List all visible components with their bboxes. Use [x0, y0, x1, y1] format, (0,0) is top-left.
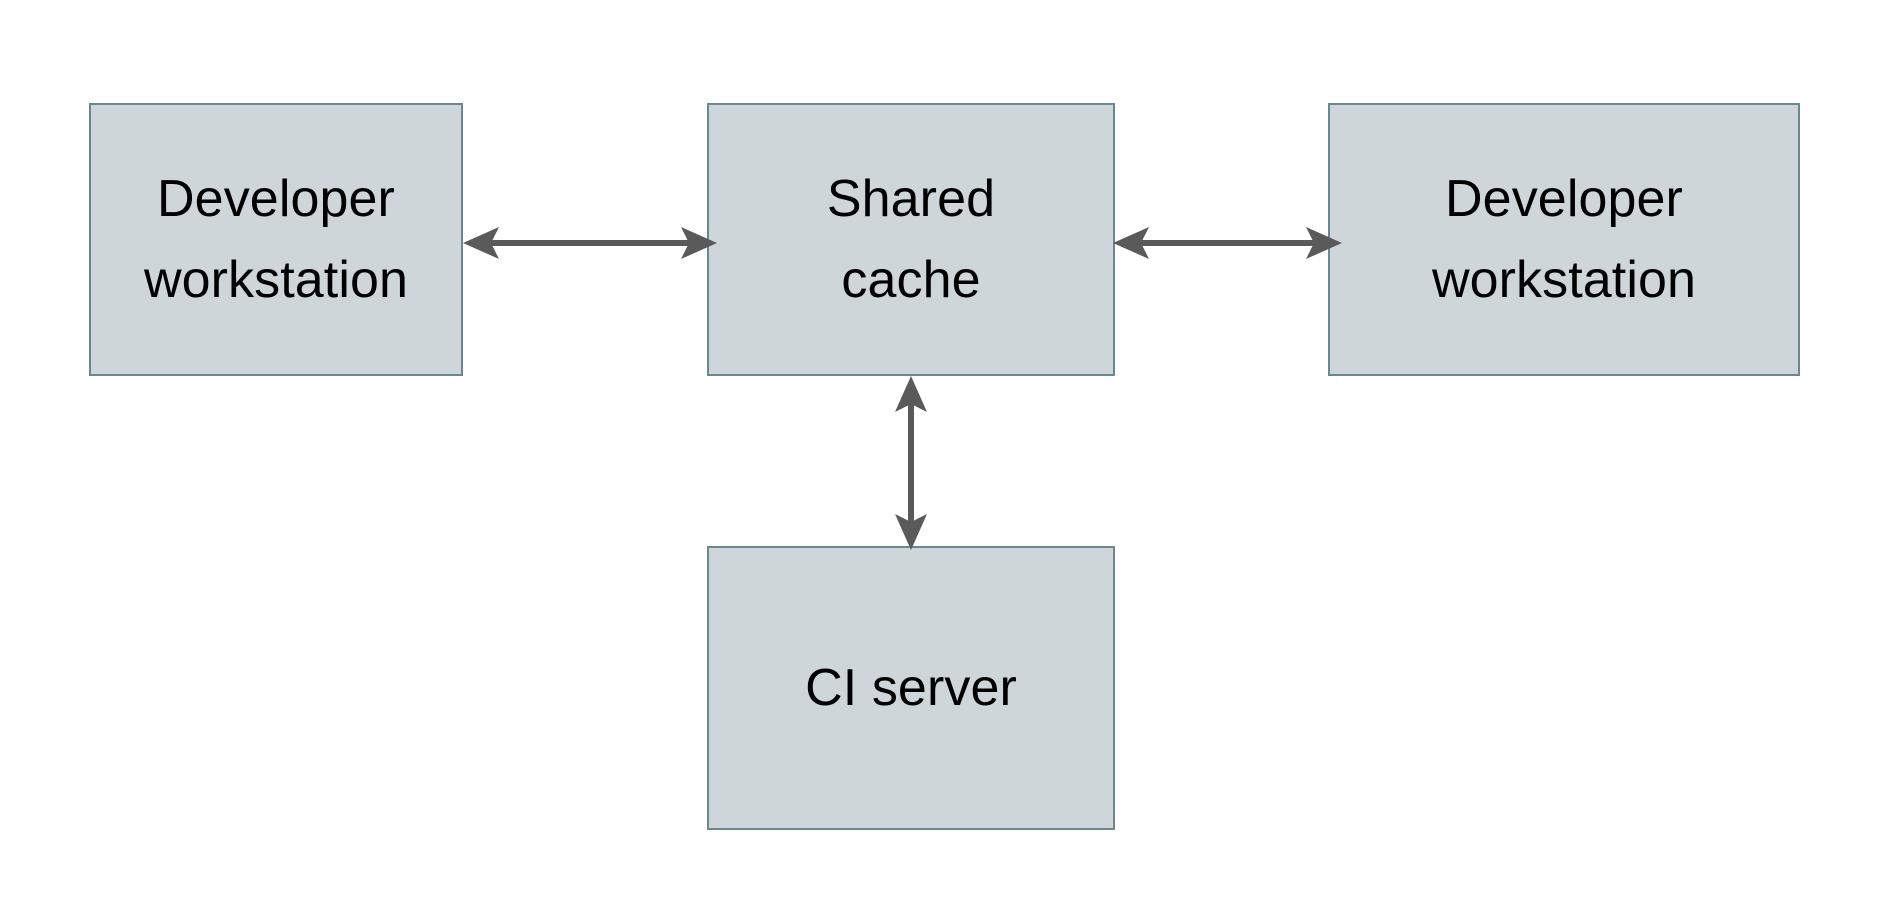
double-arrow-horizontal-icon	[1113, 227, 1342, 259]
edge-shared-cache-to-ci-server	[871, 368, 951, 558]
node-shared-cache[interactable]: Shared cache	[707, 103, 1115, 376]
edge-shared-cache-to-developer-workstation-right	[1105, 203, 1350, 283]
node-developer-workstation-right[interactable]: Developer workstation	[1328, 103, 1800, 376]
node-label: Developer workstation	[1431, 169, 1697, 309]
node-developer-workstation-left[interactable]: Developer workstation	[89, 103, 463, 376]
node-ci-server[interactable]: CI server	[707, 546, 1115, 830]
double-arrow-vertical-icon	[895, 376, 927, 550]
node-label: CI server	[805, 658, 1017, 717]
double-arrow-horizontal-icon	[463, 227, 717, 259]
edge-developer-workstation-left-to-shared-cache	[455, 203, 725, 283]
node-label: Shared cache	[826, 169, 996, 309]
node-label: Developer workstation	[143, 169, 409, 309]
